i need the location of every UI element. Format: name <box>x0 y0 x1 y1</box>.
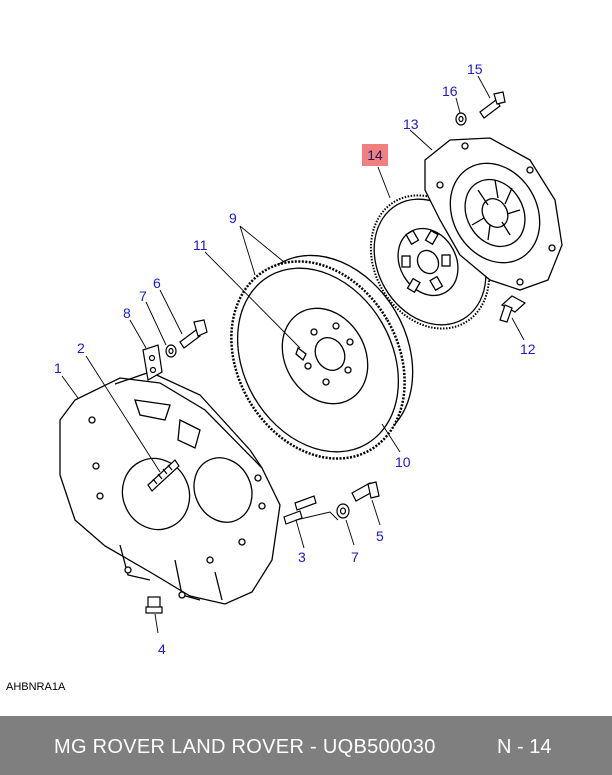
callout-9[interactable]: 9 <box>229 210 237 226</box>
callout-3[interactable]: 3 <box>298 549 306 565</box>
washer-part-7-upper <box>165 344 177 358</box>
callout-5[interactable]: 5 <box>376 528 384 544</box>
callout-1[interactable]: 1 <box>54 360 62 376</box>
studs-part-3 <box>283 495 317 525</box>
callout-15[interactable]: 15 <box>467 61 483 77</box>
callout-16[interactable]: 16 <box>442 83 458 99</box>
callout-12[interactable]: 12 <box>520 341 536 357</box>
diagram-reference-code: AHBNRA1A <box>6 681 66 693</box>
washer-part-16 <box>455 112 467 126</box>
dowel-bracket-part-8 <box>142 344 163 381</box>
callout-11[interactable]: 11 <box>193 237 208 253</box>
callout-8[interactable]: 8 <box>123 305 131 321</box>
callout-7-upper[interactable]: 7 <box>139 288 147 304</box>
bolt-part-6 <box>179 319 208 349</box>
callout-2[interactable]: 2 <box>77 340 85 356</box>
bolt-part-12 <box>499 295 527 323</box>
leader-lines <box>61 75 525 634</box>
footer-bar: MG ROVER LAND ROVER - UQB500030 N - 14 <box>0 716 612 775</box>
callout-7-lower[interactable]: 7 <box>351 549 359 565</box>
clutch-flywheel-exploded-diagram <box>59 75 563 634</box>
stud-part-2 <box>147 459 180 492</box>
bolt-part-5 <box>351 481 380 502</box>
footer-part-number: N - 14 <box>497 736 552 758</box>
callout-6[interactable]: 6 <box>153 275 161 291</box>
callout-4[interactable]: 4 <box>158 641 166 657</box>
bolt-part-15 <box>479 91 506 119</box>
washer-part-7-lower <box>336 503 350 519</box>
adapter-plate <box>59 371 281 605</box>
callout-14-highlighted[interactable]: 14 <box>362 144 388 166</box>
flywheel-part-10 <box>230 254 414 460</box>
callout-13[interactable]: 13 <box>403 116 419 132</box>
plug-part-4 <box>145 596 163 614</box>
footer-part-title: MG ROVER LAND ROVER - UQB500030 <box>54 736 436 758</box>
clutch-cover-part-13 <box>424 137 563 291</box>
callout-10[interactable]: 10 <box>395 454 411 470</box>
